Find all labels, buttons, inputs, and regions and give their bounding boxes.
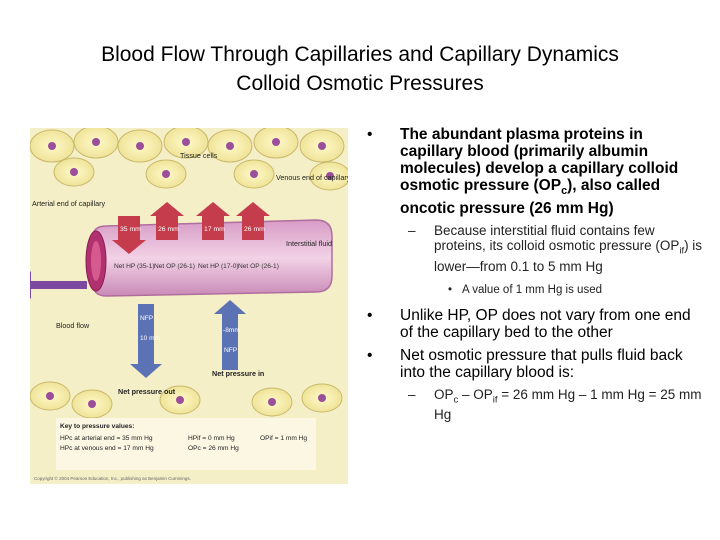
bullet-dot: • (367, 306, 373, 324)
label-tissue-cells: Tissue cells (180, 151, 218, 160)
label-interstitial-fluid: Interstitial fluid (286, 239, 332, 248)
key-hpc-arterial: HPc at arterial end = 35 mm Hg (60, 435, 153, 442)
key-opc: OPc = 26 mm Hg (188, 445, 239, 452)
arrow-op-arterial (156, 216, 178, 240)
bullet-sub: c (561, 185, 568, 198)
key-hpif: HPif = 0 mm Hg (188, 435, 235, 442)
bullet-text: Unlike HP, OP does not vary from one end… (400, 306, 691, 341)
subbullet-text: Because interstitial fluid contains few … (434, 223, 680, 254)
net-op-arterial: Net OP (26-1) (154, 263, 195, 270)
subbullet-calculation: – OPc – OPif = 26 mm Hg – 1 mm Hg = 25 m… (362, 387, 707, 423)
label-venous-end: Venous end of capillary (276, 173, 348, 182)
bullet-text: The abundant plasma proteins in capillar… (400, 126, 679, 194)
subbullet-sub: if (679, 245, 685, 257)
calc-minus-op: – OP (458, 386, 493, 402)
title-line-1: Blood Flow Through Capillaries and Capil… (101, 43, 619, 66)
arrow-hp-arterial (118, 216, 140, 240)
subsubbullet-text: A value of 1 mm Hg is used (462, 283, 602, 296)
arrow-hp-venous (202, 216, 224, 240)
label-net-pressure-in: Net pressure in (212, 369, 264, 378)
net-hp-arterial: Net HP (35-1) (114, 263, 155, 270)
subsubbullet-value: • A value of 1 mm Hg is used (362, 284, 707, 297)
box-26mm-arterial: 26 mm (158, 226, 179, 233)
key-panel (56, 418, 316, 470)
capillary-diagram: Tissue cells Venous end of capillary Art… (17, 125, 351, 484)
calc-result: = 26 mm Hg – 1 mm Hg = 25 mm Hg (434, 386, 702, 423)
capillary-tube (91, 219, 333, 297)
bullet-dash: – (408, 223, 416, 239)
title-line-2: Colloid Osmotic Pressures (236, 72, 484, 95)
bullet-list: • The abundant plasma proteins in capill… (362, 126, 707, 422)
tissue-cells-top (29, 125, 351, 191)
bullet-text-end: ), also called oncotic pressure (26 mm H… (400, 177, 661, 218)
nfp-in-label: NFP (224, 347, 238, 354)
bullet-text: Net osmotic pressure that pulls fluid ba… (400, 346, 683, 381)
bullet-dash: – (408, 386, 416, 402)
net-op-venous: Net OP (26-1) (238, 263, 279, 270)
bullet-dot: • (367, 126, 373, 143)
capillary-illustration: Tissue cells Venous end of capillary Art… (17, 125, 351, 484)
key-heading: Key to pressure values: (60, 423, 134, 430)
key-opif: OPif = 1 mm Hg (260, 435, 307, 442)
box-26mm-venous: 26 mm (244, 226, 265, 233)
net-hp-venous: Net HP (17-0) (198, 263, 239, 270)
subbullet-interstitial: – Because interstitial fluid contains fe… (362, 223, 707, 274)
calc-op: OP (434, 386, 454, 402)
copyright-text: Copyright © 2004 Pearson Education, Inc.… (34, 475, 191, 481)
key-hpc-venous: HPc at venous end = 17 mm Hg (60, 445, 154, 452)
bullet-op-constant: • Unlike HP, OP does not vary from one e… (362, 307, 707, 341)
arrow-nfp-in (222, 314, 238, 370)
bullet-dot: • (448, 283, 453, 296)
arrow-nfp-out (138, 304, 154, 364)
nfp-out-value: 10 mm (140, 335, 161, 342)
blood-flow-arrow (17, 271, 87, 299)
bullet-net-osmotic: • Net osmotic pressure that pulls fluid … (362, 347, 707, 381)
bullet-plasma-proteins: • The abundant plasma proteins in capill… (362, 126, 707, 217)
box-17mm: 17 mm (204, 226, 225, 233)
box-35mm: 35 mm (120, 226, 141, 233)
nfp-out-label: NFP (140, 315, 154, 322)
label-arterial-end: Arterial end of capillary (32, 199, 106, 208)
label-blood-flow: Blood flow (56, 321, 90, 330)
slide-title: Blood Flow Through Capillaries and Capil… (0, 40, 720, 98)
label-net-pressure-out: Net pressure out (118, 387, 176, 396)
calc-op-if-sub: if (492, 394, 498, 406)
bullet-dot: • (367, 346, 373, 364)
calc-op-sub: c (453, 394, 459, 406)
arrow-op-venous (242, 216, 264, 240)
subbullet-text-end: ) is lower—from 0.1 to 5 mm Hg (434, 238, 703, 274)
nfp-in-value: -8mm (223, 327, 240, 334)
